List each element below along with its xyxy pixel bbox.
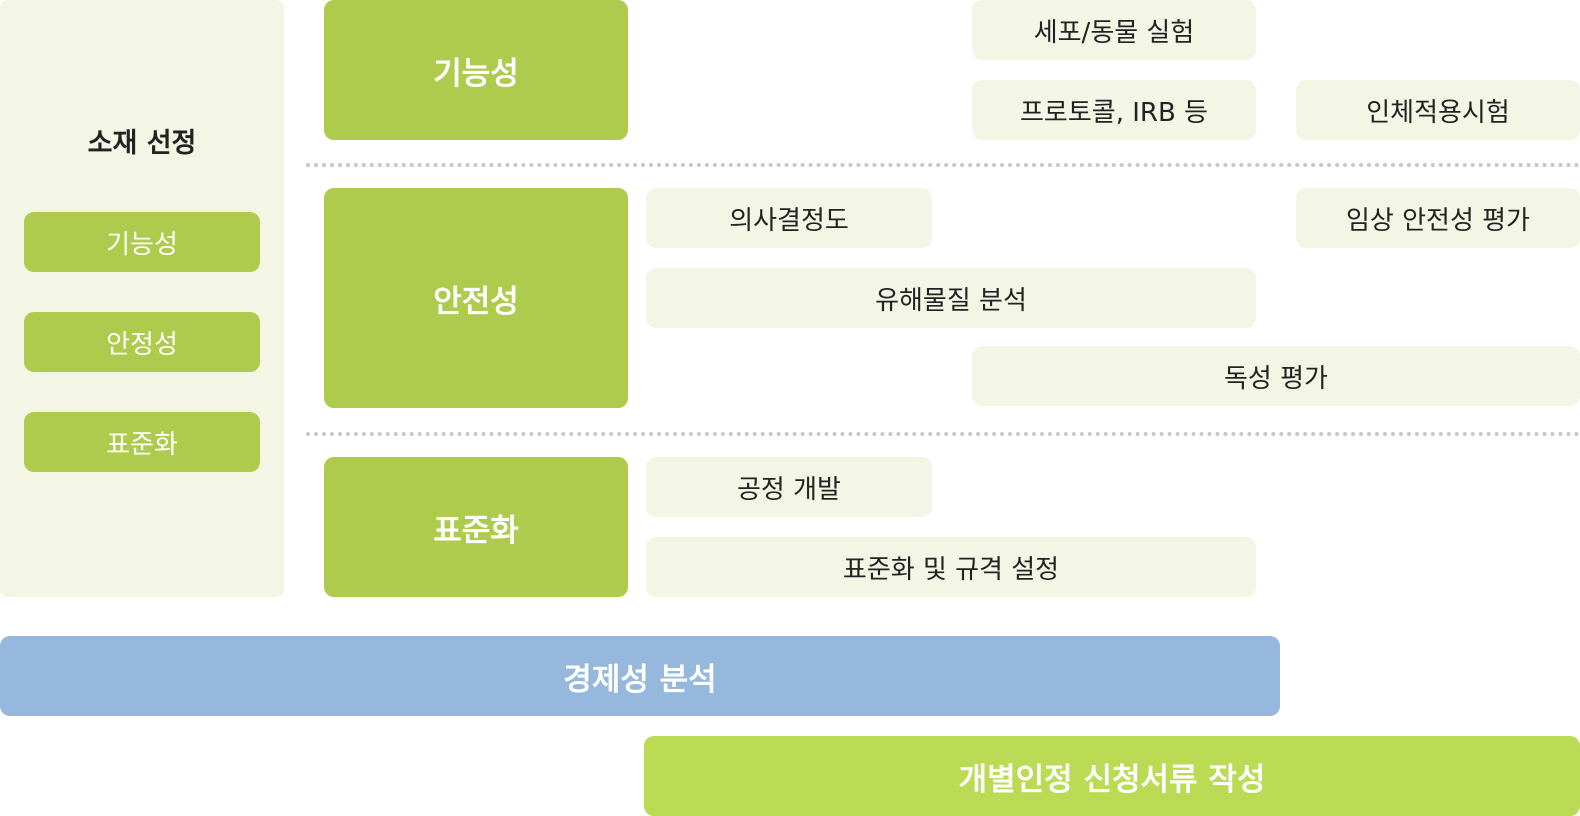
left-item-standardization: 표준화 <box>24 412 260 472</box>
item-standard-spec-setting: 표준화 및 규격 설정 <box>646 537 1256 597</box>
item-decision-tree: 의사결정도 <box>646 188 932 248</box>
item-hazard-analysis: 유해물질 분석 <box>646 268 1256 328</box>
section-divider <box>306 432 1580 436</box>
material-selection-title: 소재 선정 <box>87 127 197 159</box>
item-toxicity-evaluation: 독성 평가 <box>972 346 1580 406</box>
category-functional: 기능성 <box>324 0 628 140</box>
item-clinical-safety: 임상 안전성 평가 <box>1296 188 1580 248</box>
item-cell-animal-test: 세포/동물 실험 <box>972 0 1256 60</box>
item-protocol-irb: 프로토콜, IRB 등 <box>972 80 1256 140</box>
economic-analysis-bar: 경제성 분석 <box>0 636 1280 716</box>
category-standardization: 표준화 <box>324 457 628 597</box>
left-item-stability: 안정성 <box>24 312 260 372</box>
category-safety: 안전성 <box>324 188 628 408</box>
item-process-development: 공정 개발 <box>646 457 932 517</box>
material-selection-panel <box>0 0 284 597</box>
left-item-functional: 기능성 <box>24 212 260 272</box>
section-divider <box>306 163 1580 167</box>
application-documents-bar: 개별인정 신청서류 작성 <box>644 736 1580 816</box>
item-human-application-test: 인체적용시험 <box>1296 80 1580 140</box>
